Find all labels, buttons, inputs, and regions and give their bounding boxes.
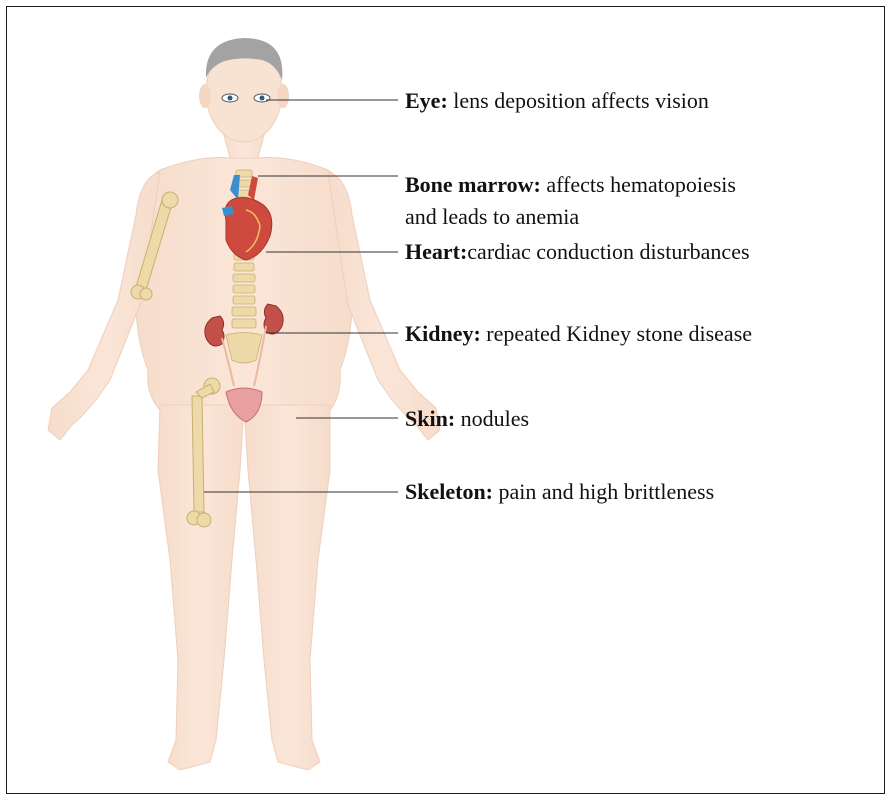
skin-description: nodules (455, 406, 529, 431)
skin-label: Skin: nodules (405, 405, 529, 433)
bone-marrow-term: Bone marrow: (405, 172, 541, 197)
heart-description: cardiac conduction disturbances (467, 239, 749, 264)
skin-term: Skin: (405, 406, 455, 431)
bone-marrow-description-line2: and leads to anemia (405, 204, 579, 229)
skeleton-label: Skeleton: pain and high brittleness (405, 478, 714, 506)
bone-marrow-label: Bone marrow: affects hematopoiesis (405, 171, 736, 199)
eye-description: lens deposition affects vision (448, 88, 709, 113)
heart-term: Heart: (405, 239, 467, 264)
eye-term: Eye: (405, 88, 448, 113)
skeleton-description: pain and high brittleness (493, 479, 714, 504)
bone-marrow-description: affects hematopoiesis (541, 172, 736, 197)
head (199, 38, 289, 142)
kidney-label: Kidney: repeated Kidney stone disease (405, 320, 752, 348)
eye-label: Eye: lens deposition affects vision (405, 87, 709, 115)
bone-marrow-label-line2: and leads to anemia (405, 203, 579, 231)
kidney-description: repeated Kidney stone disease (481, 321, 752, 346)
skeleton-term: Skeleton: (405, 479, 493, 504)
heart-label: Heart:cardiac conduction disturbances (405, 238, 750, 266)
kidney-term: Kidney: (405, 321, 481, 346)
